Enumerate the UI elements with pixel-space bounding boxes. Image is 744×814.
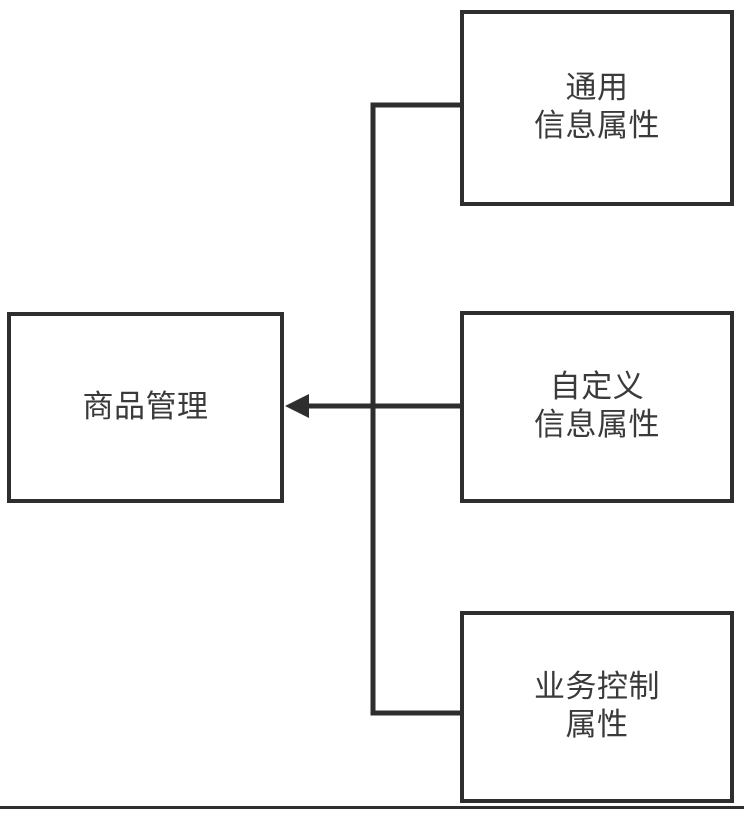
- node-label: 业务控制 属性: [534, 669, 660, 743]
- node-label: 商品管理: [82, 388, 209, 425]
- arrowhead-icon: [285, 394, 309, 418]
- node-product-management[interactable]: 商品管理: [7, 312, 284, 503]
- node-label: 自定义 信息属性: [534, 369, 660, 443]
- connector-trunk: [370, 102, 463, 716]
- node-label: 通用 信息属性: [534, 70, 660, 144]
- node-custom-info-attributes[interactable]: 自定义 信息属性: [460, 311, 734, 503]
- node-general-info-attributes[interactable]: 通用 信息属性: [460, 10, 734, 206]
- footer-divider: [0, 806, 744, 809]
- node-business-control-attributes[interactable]: 业务控制 属性: [460, 611, 734, 803]
